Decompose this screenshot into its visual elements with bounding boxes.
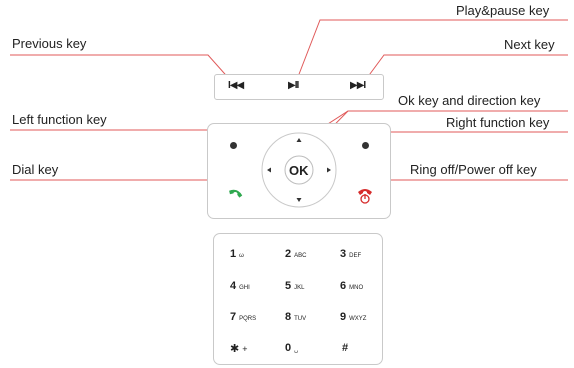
right-function-button[interactable] [362,142,369,149]
previous-button[interactable]: I◀◀ [228,80,244,91]
previous-key-label: Previous key [12,36,87,51]
left-function-key-label: Left function key [12,112,107,127]
end-call-icon [358,189,372,204]
down-arrow-icon [296,198,302,202]
next-key-label: Next key [504,37,555,52]
up-arrow-icon [296,138,302,142]
ring-off-leader [367,179,568,196]
keypad-panel [213,233,383,365]
key-hash[interactable]: # [342,342,349,354]
media-keys-panel [214,74,384,100]
left-arrow-icon [267,167,271,173]
left-function-button[interactable] [230,142,237,149]
ok-direction-key-label: Ok key and direction key [398,93,541,108]
direction-pad[interactable] [259,130,339,210]
right-function-key-label: Right function key [446,115,550,130]
phone-icon [229,189,243,198]
play-pause-leader [295,19,568,83]
play-pause-key-label: Play&pause key [456,3,550,18]
right-arrow-icon [327,167,331,173]
previous-leader [10,54,233,83]
dial-leader [10,179,233,196]
ok-button[interactable]: OK [289,163,309,178]
dial-button[interactable] [226,188,244,202]
key-0[interactable]: 0␣ [285,342,298,354]
dial-key-label: Dial key [12,162,59,177]
key-star[interactable]: ✱+ [230,343,248,355]
right-function-leader [367,131,568,147]
next-leader [363,54,568,83]
left-function-leader [10,129,233,147]
ring-off-key-label: Ring off/Power off key [410,162,537,177]
ring-off-button[interactable] [356,186,374,206]
play-pause-button[interactable]: ▶II [288,80,299,91]
next-button[interactable]: ▶▶I [350,80,366,91]
